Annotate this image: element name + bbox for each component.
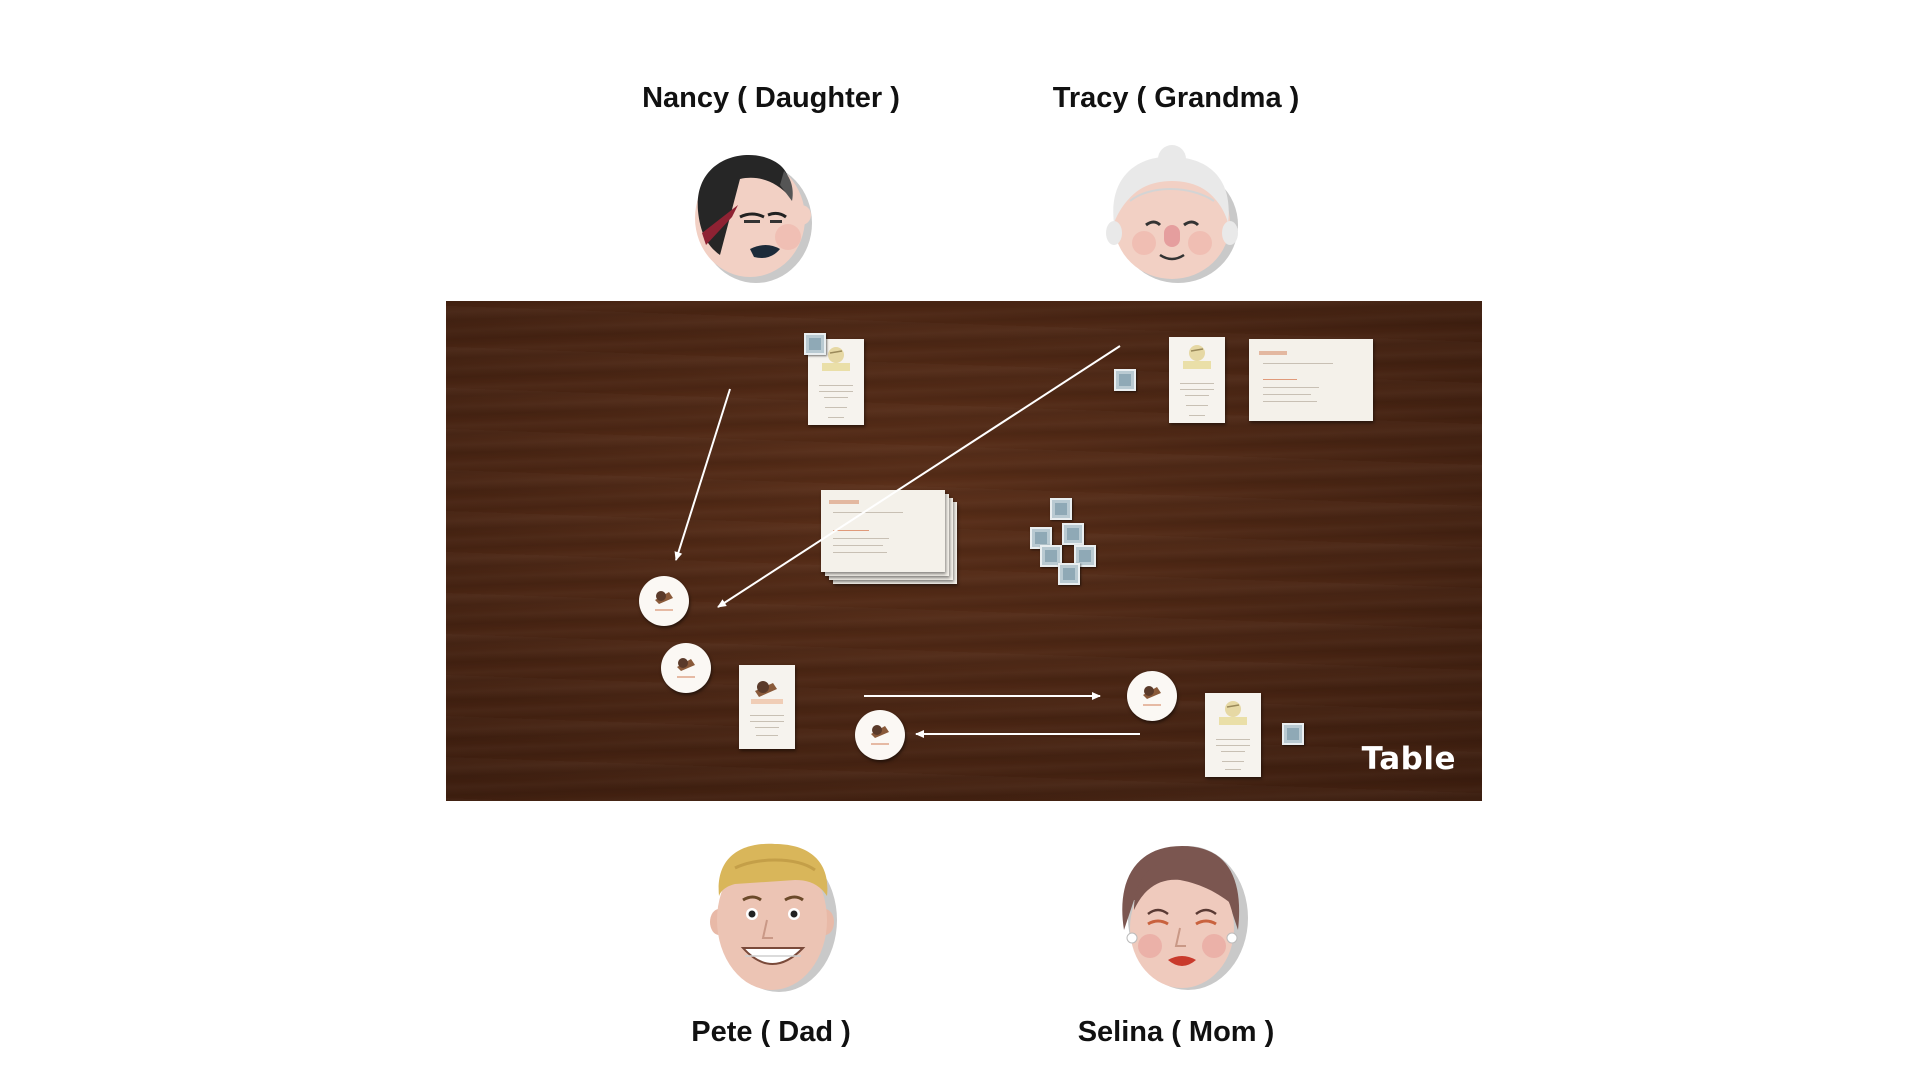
- picture-tile[interactable]: [1050, 498, 1072, 520]
- player-token[interactable]: [639, 576, 689, 626]
- token-illustration-icon: [871, 725, 889, 745]
- player-token[interactable]: [661, 643, 711, 693]
- picture-tile[interactable]: [1040, 545, 1062, 567]
- question-card[interactable]: [1249, 339, 1373, 421]
- table-label: Table: [1361, 741, 1456, 777]
- player-name-selina: Selina ( Mom ): [1077, 1016, 1275, 1048]
- picture-tile[interactable]: [1114, 369, 1136, 391]
- nancy-avatar: [695, 155, 812, 283]
- answer-card[interactable]: [1205, 693, 1261, 777]
- answer-card[interactable]: [739, 665, 795, 749]
- token-illustration-icon: [1143, 686, 1161, 706]
- player-name-tracy: Tracy ( Grandma ): [1052, 82, 1300, 114]
- arrow-tracy-to-token: [717, 345, 1121, 608]
- card-illustration-icon: [751, 681, 783, 704]
- answer-card[interactable]: [1169, 337, 1225, 423]
- game-table: Table: [446, 301, 1482, 801]
- player-name-pete: Pete ( Dad ): [691, 1016, 851, 1048]
- picture-tile[interactable]: [1282, 723, 1304, 745]
- selina-avatar: [1122, 846, 1248, 990]
- picture-tile[interactable]: [1074, 545, 1096, 567]
- arrow-nancy-to-token: [674, 388, 731, 561]
- picture-tile[interactable]: [804, 333, 826, 355]
- player-token[interactable]: [855, 710, 905, 760]
- card-illustration-icon: [1219, 701, 1247, 725]
- token-illustration-icon: [655, 591, 673, 611]
- card-illustration-icon: [822, 347, 850, 371]
- picture-tile[interactable]: [1058, 563, 1080, 585]
- card-illustration-icon: [1183, 345, 1211, 369]
- pass-arrows: [674, 345, 1140, 738]
- question-card-deck[interactable]: [821, 490, 945, 572]
- player-name-nancy: Nancy ( Daughter ): [642, 82, 900, 114]
- tracy-avatar: [1106, 145, 1238, 283]
- pete-avatar: [710, 843, 837, 992]
- picture-tile[interactable]: [1062, 523, 1084, 545]
- token-illustration-icon: [677, 658, 695, 678]
- player-token[interactable]: [1127, 671, 1177, 721]
